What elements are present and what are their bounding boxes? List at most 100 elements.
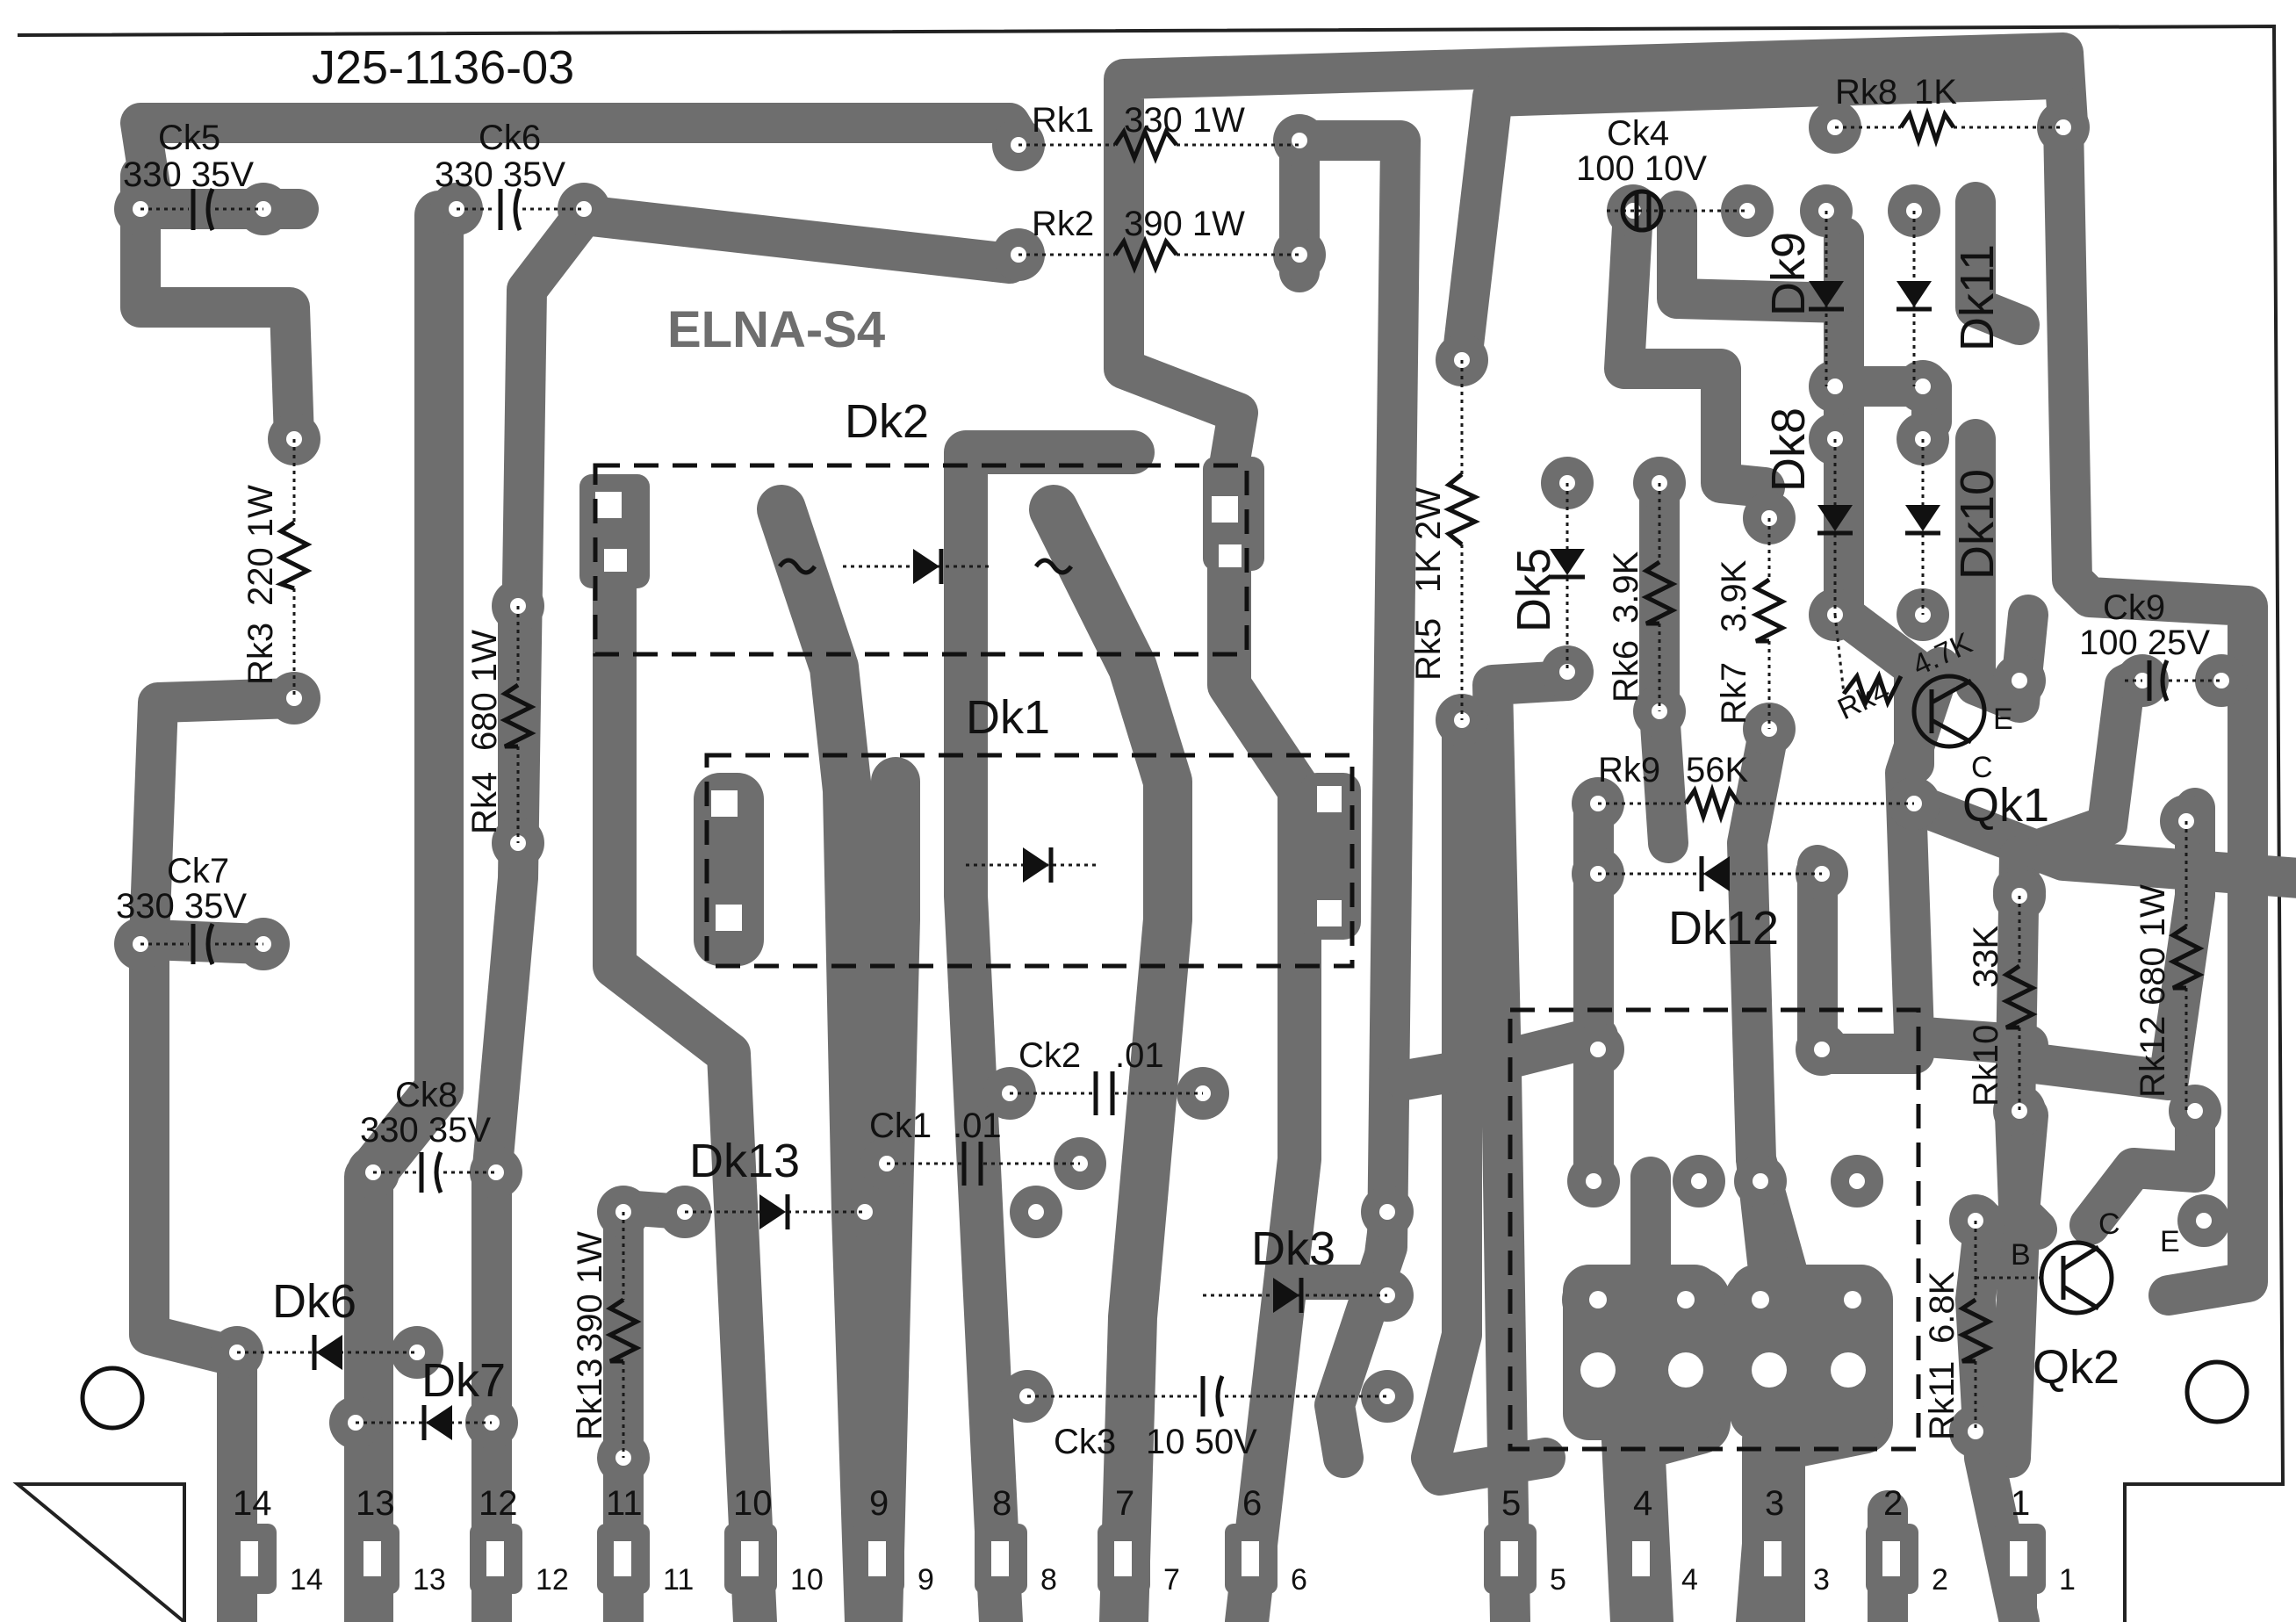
dk2-ref: Dk2 xyxy=(845,395,929,448)
dk3-ref: Dk3 xyxy=(1251,1222,1335,1275)
dk8-symbol xyxy=(1817,439,1853,615)
ck5-value: 330 35V xyxy=(123,155,254,194)
ck4-symbol xyxy=(1607,189,1747,233)
rk11-ref: Rk11 xyxy=(1923,1361,1961,1440)
rk1-value: 330 1W xyxy=(1124,101,1245,140)
dk11-ref: Dk11 xyxy=(1951,244,2004,351)
qk2-pin-c: C xyxy=(2098,1207,2120,1241)
qk1-pin-e: E xyxy=(1993,703,2013,736)
dk3-symbol xyxy=(1203,1278,1387,1313)
dk10-ref: Dk10 xyxy=(1951,469,2004,580)
ck6-ref: Ck6 xyxy=(479,119,541,157)
rk5-ref: Rk5 xyxy=(1409,618,1448,681)
dk1-outline xyxy=(704,753,1355,969)
dk6-symbol xyxy=(237,1335,417,1370)
rk12-symbol xyxy=(2168,821,2205,1111)
dk9-ref: Dk9 xyxy=(1762,232,1815,316)
rk13-symbol xyxy=(605,1212,642,1458)
ck2-symbol xyxy=(1010,1071,1203,1115)
pin-top-10: 10 xyxy=(733,1484,773,1523)
rk1-ref: Rk1 xyxy=(1032,101,1094,140)
pin-top-8: 8 xyxy=(992,1484,1011,1523)
dk2-symbol xyxy=(777,549,1074,584)
pin-top-11: 11 xyxy=(606,1484,643,1523)
ck2-value: .01 xyxy=(1115,1036,1164,1075)
pin-top-12: 12 xyxy=(479,1484,518,1523)
pin-top-13: 13 xyxy=(356,1484,395,1523)
dk5-ref: Dk5 xyxy=(1508,548,1560,632)
ck3-value: 10 50V xyxy=(1146,1423,1257,1461)
ck9-symbol xyxy=(2125,660,2221,702)
pin-side-13: 13 xyxy=(413,1563,446,1597)
pin-top-5: 5 xyxy=(1501,1484,1521,1523)
ck7-value: 330 35V xyxy=(116,887,247,926)
ck7-ref: Ck7 xyxy=(167,852,229,890)
rk4-value: 680 1W xyxy=(465,630,504,751)
ck8-value: 330 35V xyxy=(360,1111,491,1150)
rk7-symbol xyxy=(1751,518,1788,729)
ck5-ref: Ck5 xyxy=(158,119,220,157)
rk4b-ref: Rk4 xyxy=(1832,674,1895,726)
rk9-symbol xyxy=(1598,783,1914,824)
brand-label: ELNA-S4 xyxy=(667,301,885,358)
dk7-ref: Dk7 xyxy=(421,1354,506,1407)
dk13-ref: Dk13 xyxy=(689,1135,800,1187)
rk3-ref: Rk3 xyxy=(241,623,280,685)
rk10-value: 33K xyxy=(1967,926,2005,988)
rk5-symbol xyxy=(1443,360,1480,720)
rk8-value: 1K xyxy=(1914,73,1957,112)
rk11-value: 6.8K xyxy=(1923,1271,1961,1344)
ck4-value: 100 10V xyxy=(1576,149,1707,188)
component-symbols xyxy=(140,107,2221,1458)
rk10-ref: Rk10 xyxy=(1967,1025,2005,1107)
pin-top-9: 9 xyxy=(869,1484,889,1523)
ck3-symbol xyxy=(1027,1375,1387,1417)
rk10-symbol xyxy=(2001,896,2038,1111)
rk9-ref: Rk9 xyxy=(1598,751,1660,789)
rk12-value: 680 1W xyxy=(2134,884,2172,1006)
dk1-symbol xyxy=(966,847,1098,883)
ck7-symbol xyxy=(140,923,263,965)
pin-side-11: 11 xyxy=(663,1563,694,1597)
pin-top-6: 6 xyxy=(1242,1484,1262,1523)
rk4b-symbol xyxy=(1833,614,1904,709)
pin-side-8: 8 xyxy=(1040,1563,1057,1597)
rk1-symbol xyxy=(1018,126,1299,164)
dk6-ref: Dk6 xyxy=(272,1275,356,1328)
pin-side-4: 4 xyxy=(1681,1563,1698,1597)
ck1-ref: Ck1 xyxy=(869,1107,932,1145)
pin-top-4: 4 xyxy=(1633,1484,1652,1523)
dk7-symbol xyxy=(356,1405,492,1440)
pin-top-3: 3 xyxy=(1765,1484,1784,1523)
pin-side-2: 2 xyxy=(1932,1563,1948,1597)
rk4-ref: Rk4 xyxy=(465,772,504,834)
qk1-ref: Qk1 xyxy=(1962,779,2049,832)
qk2-pin-e: E xyxy=(2160,1225,2180,1258)
ck2-ref: Ck2 xyxy=(1018,1036,1081,1075)
rk2-symbol xyxy=(1018,235,1299,274)
pin-side-14: 14 xyxy=(290,1563,323,1597)
pin-side-1: 1 xyxy=(2059,1563,2076,1597)
board-outline xyxy=(12,24,2285,1622)
rk4-symbol xyxy=(500,606,536,843)
dk2-outline xyxy=(593,463,1249,657)
rk3-value: 220 1W xyxy=(241,485,280,606)
rk2-value: 390 1W xyxy=(1124,205,1245,243)
ck3-ref: Ck3 xyxy=(1054,1423,1116,1461)
pin-side-5: 5 xyxy=(1550,1563,1566,1597)
rk6-value: 3.9K xyxy=(1607,551,1645,624)
dk8-ref: Dk8 xyxy=(1762,407,1815,492)
ck6-value: 330 35V xyxy=(435,155,565,194)
ck1-symbol xyxy=(887,1142,1080,1186)
rk13-ref: Rk13 xyxy=(571,1359,609,1440)
dk12-symbol xyxy=(1598,856,1822,891)
ck9-value: 100 25V xyxy=(2079,624,2210,662)
pin-side-7: 7 xyxy=(1163,1563,1180,1597)
pin-top-1: 1 xyxy=(2011,1484,2030,1523)
ck4-ref: Ck4 xyxy=(1607,114,1669,153)
rk11-symbol xyxy=(1957,1221,1994,1431)
dk11-symbol xyxy=(1897,211,1932,386)
qk2-pin-b: B xyxy=(2011,1238,2031,1272)
qk2-symbol xyxy=(1976,1240,2114,1316)
rk6-symbol xyxy=(1641,483,1678,711)
